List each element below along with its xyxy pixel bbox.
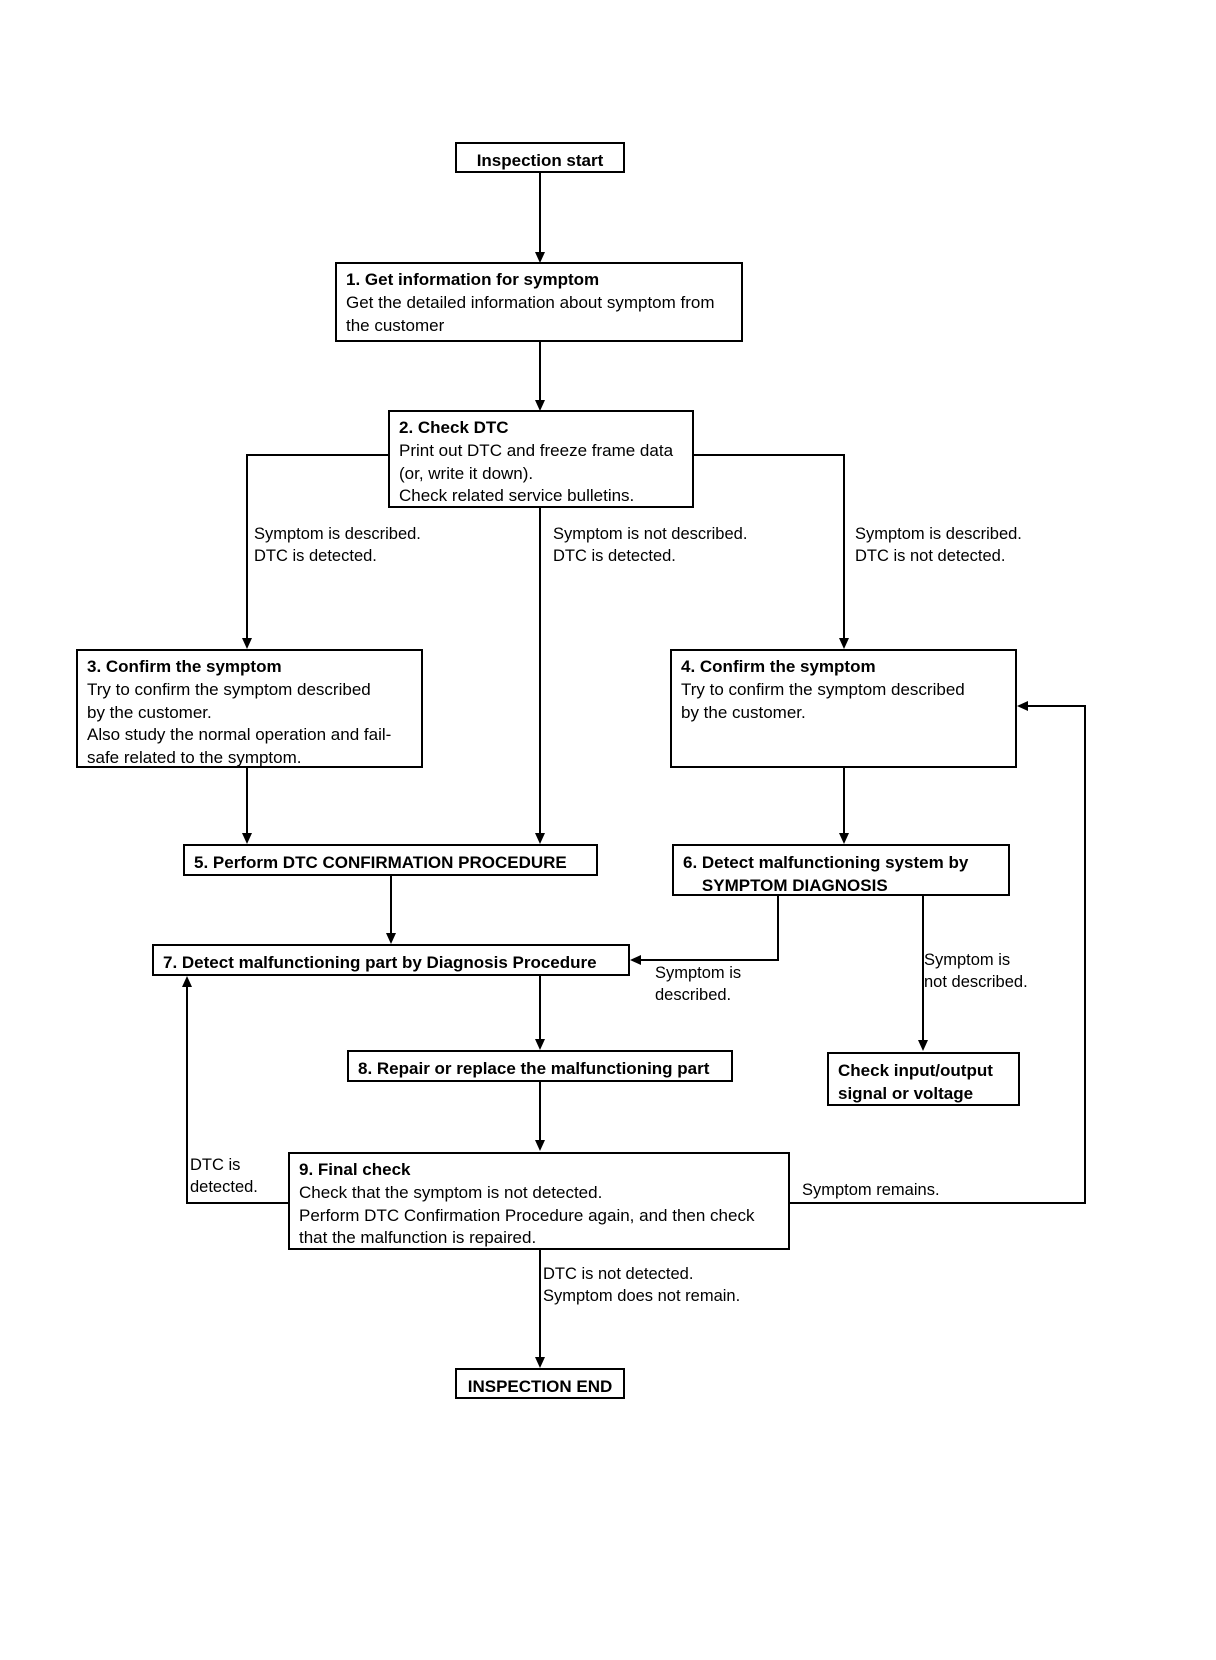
node-inspection-end-label: INSPECTION END bbox=[467, 1377, 613, 1396]
node-step-3[interactable]: 3. Confirm the symptom Try to confirm th… bbox=[76, 649, 423, 768]
edge-label-left-branch: Symptom is described. DTC is detected. bbox=[254, 525, 421, 565]
connector-step9-dtc-loop-vertical bbox=[186, 987, 188, 1204]
node-check-input-output[interactable]: Check input/output signal or voltage bbox=[827, 1052, 1020, 1106]
arrowhead-step3-to-step5 bbox=[242, 833, 252, 844]
node-step-6[interactable]: 6. Detect malfunctioning system by SYMPT… bbox=[672, 844, 1010, 896]
node-step-2-header: 2. Check DTC bbox=[399, 418, 509, 437]
arrowhead-step9-to-end bbox=[535, 1357, 545, 1368]
node-step-8-header: 8. Repair or replace the malfunctioning … bbox=[358, 1059, 710, 1078]
node-step-8[interactable]: 8. Repair or replace the malfunctioning … bbox=[347, 1050, 733, 1082]
node-step-7-header: 7. Detect malfunctioning part by Diagnos… bbox=[163, 953, 597, 972]
edge-label-symptom-described: Symptom is described. bbox=[655, 964, 742, 1004]
connector-start-to-step1 bbox=[539, 173, 541, 257]
node-step-3-header: 3. Confirm the symptom bbox=[87, 657, 282, 676]
connector-step7-to-step8 bbox=[539, 976, 541, 1041]
edge-label-dtc-detected: DTC is detected. bbox=[190, 1156, 258, 1196]
arrowhead-step1-to-step2 bbox=[535, 400, 545, 411]
node-inspection-start-label: Inspection start bbox=[476, 151, 604, 170]
connector-step3-to-step5 bbox=[246, 768, 248, 836]
connector-step6-described-horizontal bbox=[640, 959, 779, 961]
edge-label-middle-branch: Symptom is not described. DTC is detecte… bbox=[553, 525, 748, 565]
connector-step9-remains-vertical bbox=[1084, 705, 1086, 1204]
node-step-9[interactable]: 9. Final check Check that the symptom is… bbox=[288, 1152, 790, 1250]
node-step-5-header: 5. Perform DTC CONFIRMATION PROCEDURE bbox=[194, 853, 567, 872]
arrowhead-step6-described-to-step7 bbox=[630, 955, 641, 965]
arrowhead-step4-to-step6 bbox=[839, 833, 849, 844]
connector-step9-remains-horizontal bbox=[790, 1202, 1086, 1204]
arrowhead-step7-to-step8 bbox=[535, 1039, 545, 1050]
node-step-3-body: Try to confirm the symptom described by … bbox=[87, 679, 392, 768]
arrowhead-start-to-step1 bbox=[535, 252, 545, 263]
node-step-2[interactable]: 2. Check DTC Print out DTC and freeze fr… bbox=[388, 410, 694, 508]
connector-branch-middle-vertical bbox=[539, 526, 541, 836]
connector-step9-dtc-loop-horizontal bbox=[186, 1202, 290, 1204]
arrowhead-step9-dtc-loop-to-step7 bbox=[182, 976, 192, 987]
node-step-1-body: Get the detailed information about sympt… bbox=[346, 292, 715, 335]
node-step-1-header: 1. Get information for symptom bbox=[346, 270, 600, 289]
edge-label-right-branch: Symptom is described. DTC is not detecte… bbox=[855, 525, 1022, 565]
connector-branch-bus-left bbox=[246, 454, 390, 456]
node-inspection-start[interactable]: Inspection start bbox=[455, 142, 625, 173]
arrowhead-step8-to-step9 bbox=[535, 1140, 545, 1151]
connector-branch-left-vertical bbox=[246, 454, 248, 640]
node-step-4-header: 4. Confirm the symptom bbox=[681, 657, 876, 676]
node-step-6-header: 6. Detect malfunctioning system by SYMPT… bbox=[683, 853, 969, 895]
node-step-4[interactable]: 4. Confirm the symptom Try to confirm th… bbox=[670, 649, 1017, 768]
arrowhead-step5-to-step7 bbox=[386, 933, 396, 944]
node-step-2-body: Print out DTC and freeze frame data (or,… bbox=[399, 440, 674, 506]
arrowhead-branch-right bbox=[839, 638, 849, 649]
connector-branch-right-vertical bbox=[843, 454, 845, 640]
connector-step6-described-vertical bbox=[777, 896, 779, 961]
connector-step1-to-step2 bbox=[539, 342, 541, 405]
node-inspection-end[interactable]: INSPECTION END bbox=[455, 1368, 625, 1399]
connector-step5-to-step7 bbox=[390, 876, 392, 936]
node-step-9-header: 9. Final check bbox=[299, 1160, 411, 1179]
edge-label-symptom-remains: Symptom remains. bbox=[802, 1181, 940, 1199]
connector-step8-to-step9 bbox=[539, 1082, 541, 1144]
node-step-7[interactable]: 7. Detect malfunctioning part by Diagnos… bbox=[152, 944, 630, 976]
node-step-9-body: Check that the symptom is not detected. … bbox=[299, 1182, 755, 1248]
arrowhead-step9-remains-to-step4 bbox=[1017, 701, 1028, 711]
node-step-1[interactable]: 1. Get information for symptom Get the d… bbox=[335, 262, 743, 342]
arrowhead-branch-left bbox=[242, 638, 252, 649]
connector-branch-bus-right bbox=[692, 454, 844, 456]
arrowhead-branch-middle bbox=[535, 833, 545, 844]
connector-step6-notdescribed-vertical bbox=[922, 896, 924, 1042]
node-check-input-output-header: Check input/output signal or voltage bbox=[838, 1061, 993, 1103]
connector-step9-remains-into-step4 bbox=[1028, 705, 1086, 707]
edge-label-symptom-not-described: Symptom is not described. bbox=[924, 951, 1028, 991]
node-step-5[interactable]: 5. Perform DTC CONFIRMATION PROCEDURE bbox=[183, 844, 598, 876]
connector-step2-stem bbox=[539, 508, 541, 526]
connector-step9-to-end bbox=[539, 1250, 541, 1358]
arrowhead-step6-to-check-io bbox=[918, 1040, 928, 1051]
edge-label-final-pass: DTC is not detected. Symptom does not re… bbox=[543, 1265, 741, 1305]
node-step-4-body: Try to confirm the symptom described by … bbox=[681, 679, 965, 722]
connector-step4-to-step6 bbox=[843, 768, 845, 836]
